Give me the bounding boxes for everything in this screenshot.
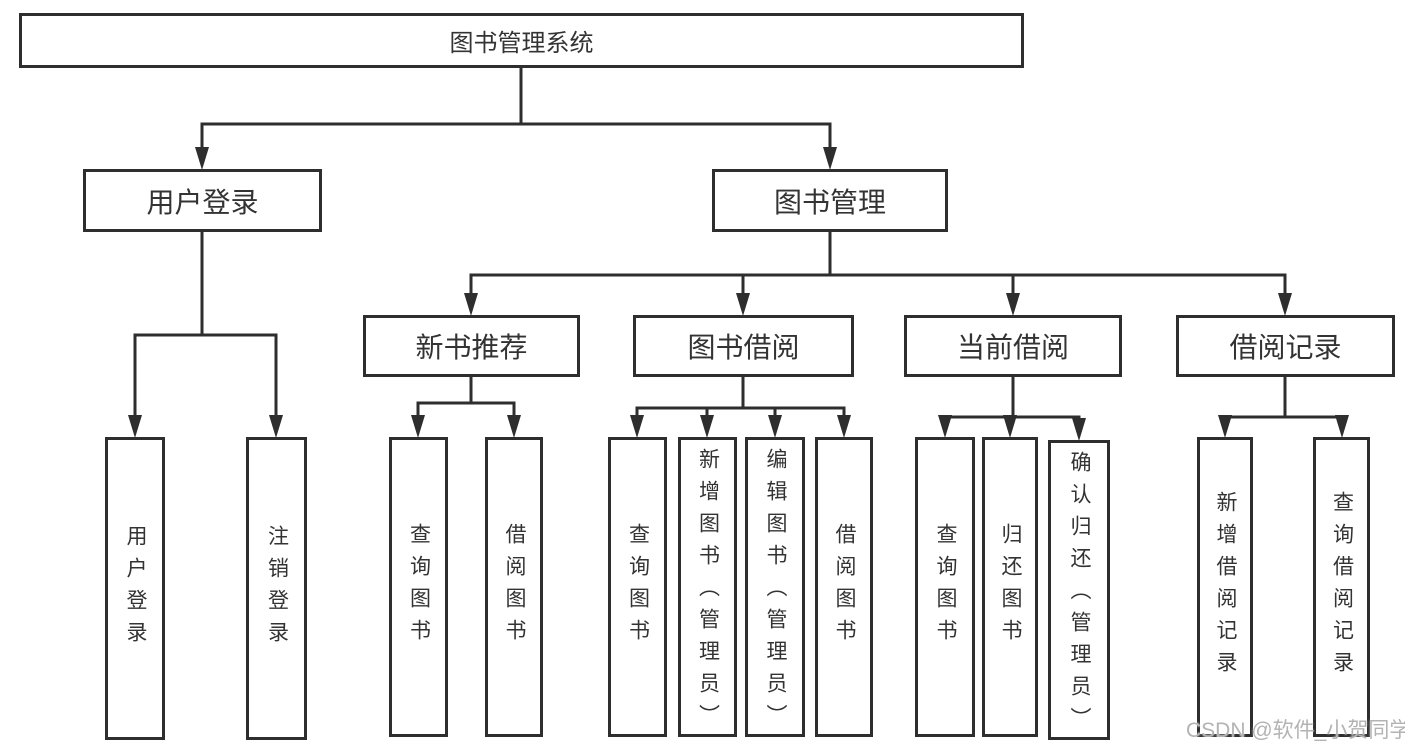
- arrow-down-icon: [128, 415, 142, 438]
- leaf-query-books: 查询图书: [608, 437, 667, 737]
- leaf-borrow-books: 借阅图书: [485, 437, 543, 737]
- leaf-query-borrow-record: 查询借阅记录: [1313, 437, 1370, 737]
- branch-book-management: 图书管理: [712, 169, 948, 232]
- arrow-down-icon: [269, 415, 283, 438]
- branch-user-login: 用户登录: [83, 169, 322, 232]
- leaf-query-books: 查询图书: [389, 437, 448, 737]
- leaf-user-login: 用户登录: [105, 437, 165, 740]
- leaf-borrow-books: 借阅图书: [815, 437, 873, 737]
- arrow-down-icon: [736, 293, 750, 316]
- arrow-down-icon: [507, 415, 521, 438]
- arrow-down-icon: [1003, 415, 1017, 438]
- arrow-down-icon: [837, 415, 851, 438]
- arrow-down-icon: [195, 147, 209, 170]
- arrow-down-icon: [938, 415, 952, 438]
- csdn-watermark: CSDN @软件_小贺同学: [1186, 719, 1405, 742]
- arrow-down-icon: [1006, 293, 1020, 316]
- arrow-down-icon: [700, 415, 714, 438]
- group-current-borrowing: 当前借阅: [904, 315, 1122, 377]
- leaf-return-books: 归还图书: [982, 437, 1038, 737]
- leaf-add-book-admin: 新增图书（管理员）: [678, 437, 737, 737]
- leaf-add-borrow-record: 新增借阅记录: [1197, 437, 1253, 737]
- root-node-library-management-system: 图书管理系统: [19, 13, 1024, 68]
- arrow-down-icon: [1335, 415, 1349, 438]
- leaf-query-books: 查询图书: [915, 437, 975, 737]
- group-book-borrowing: 图书借阅: [633, 315, 854, 377]
- leaf-confirm-return-admin: 确认归还（管理员）: [1048, 440, 1110, 740]
- leaf-logout: 注销登录: [246, 437, 307, 740]
- arrow-down-icon: [768, 415, 782, 438]
- leaf-edit-book-admin: 编辑图书（管理员）: [745, 437, 805, 737]
- arrow-down-icon: [1072, 418, 1086, 441]
- group-borrowing-records: 借阅记录: [1176, 315, 1395, 377]
- arrow-down-icon: [411, 415, 425, 438]
- arrow-down-icon: [1218, 415, 1232, 438]
- arrow-down-icon: [464, 293, 478, 316]
- group-new-book-recommendation: 新书推荐: [363, 315, 580, 377]
- arrow-down-icon: [1278, 293, 1292, 316]
- arrow-down-icon: [823, 147, 837, 170]
- arrow-down-icon: [630, 415, 644, 438]
- arrowheads: [128, 147, 1349, 441]
